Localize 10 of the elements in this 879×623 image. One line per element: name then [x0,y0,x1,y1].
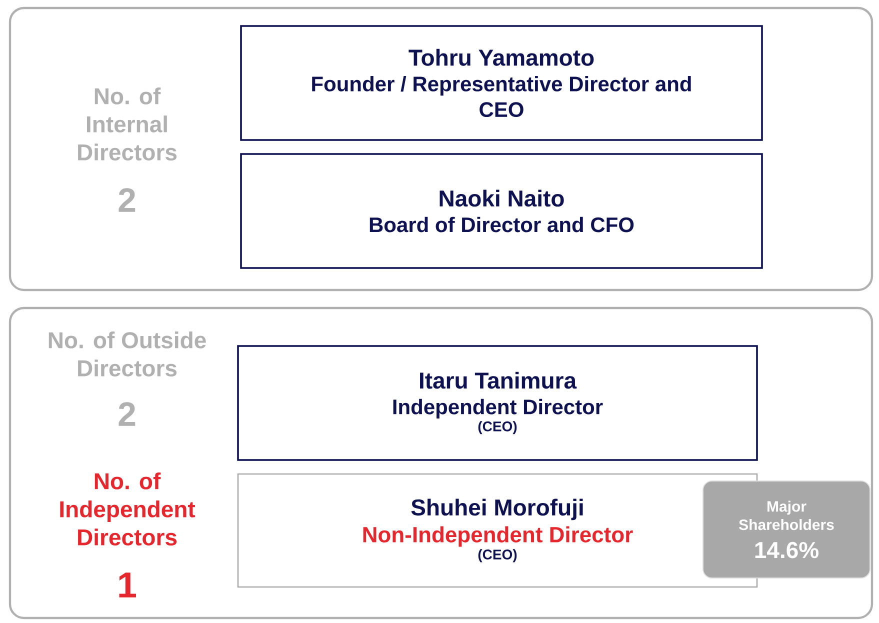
director-box: Itaru Tanimura Independent Director (CEO) [237,345,758,461]
count-label: No. of Independent Directors [60,472,196,546]
count-label: 1 [119,572,136,598]
count-label: 2 [118,188,136,212]
director-box: Naoki Naito Board of Director and CFO [240,153,763,269]
director-box: Tohru Yamamoto Founder / Representative Director and CEO [240,25,763,141]
count-label: 2 [118,402,136,426]
count-label: No. of Outside Directors [48,332,206,376]
count-label: No. of Internal Directors [78,87,177,160]
shareholder-badge: Major Shareholders 14.6% [702,480,870,578]
